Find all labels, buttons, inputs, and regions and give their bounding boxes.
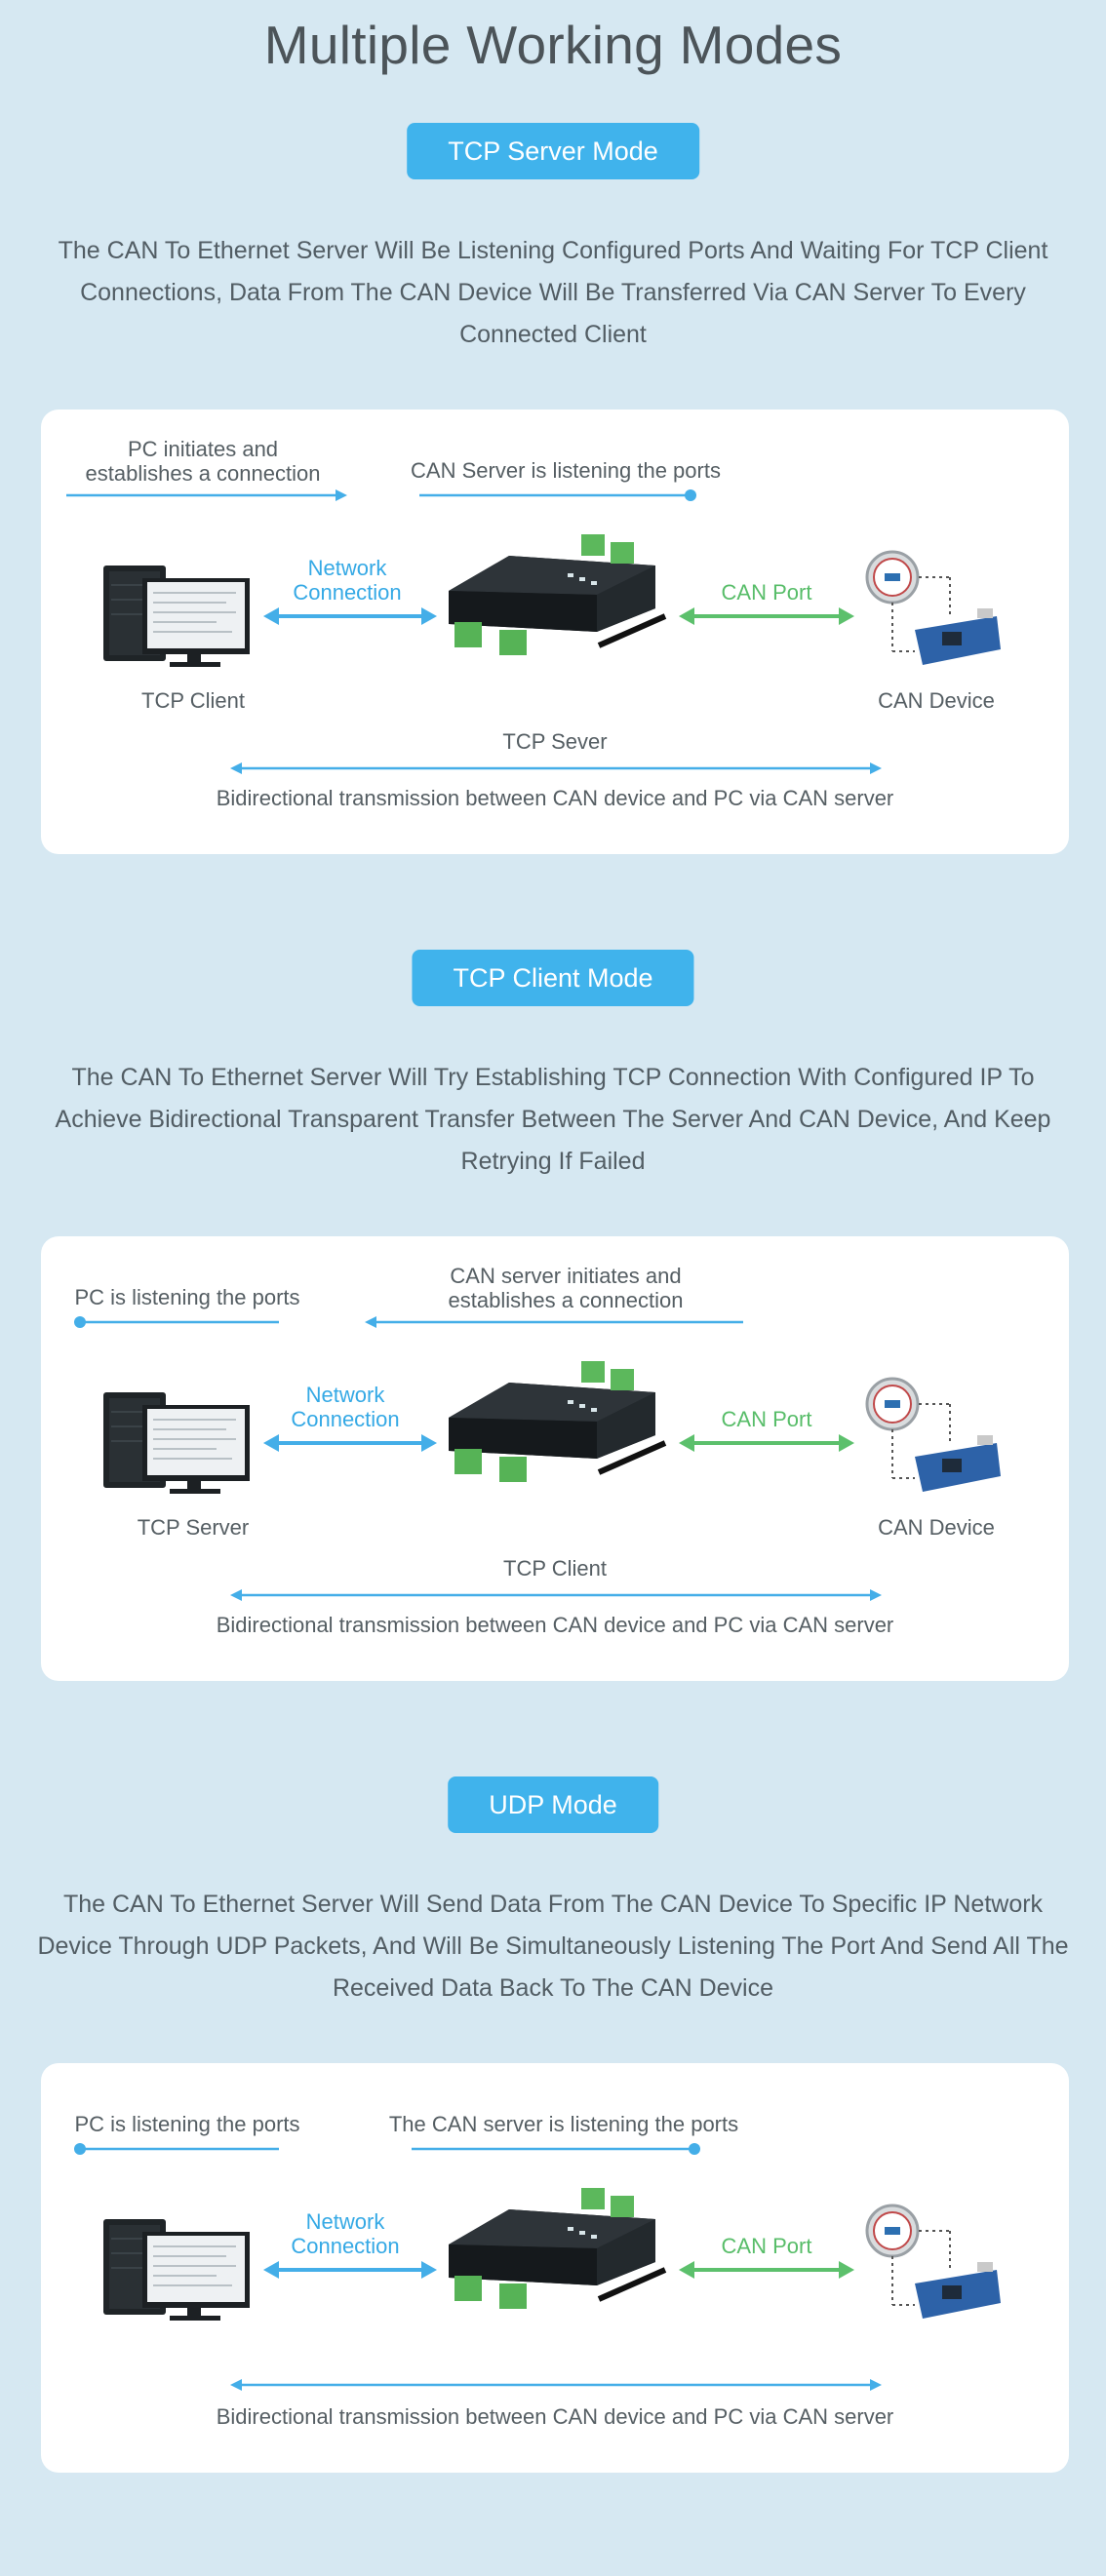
can-port-label: CAN Port [721,2234,812,2258]
arrowhead [230,762,242,774]
can-device-icon [865,550,1001,665]
can-server-icon [449,2188,667,2309]
arrowhead [421,2261,437,2279]
mode-badge: TCP Server Mode [407,123,699,179]
arrowhead [870,1589,882,1601]
center-role-label: TCP Client [503,1556,607,1581]
can-port-label: CAN Port [721,580,812,605]
listen-dot [689,2143,700,2155]
bidirectional-label: Bidirectional transmission between CAN d… [216,2404,894,2429]
server-listening-label: CAN Server is listening the ports [411,458,721,483]
can-server-icon [449,1361,667,1482]
arrowhead [336,489,347,501]
pc-initiates-label: PC initiates and establishes a connectio… [85,437,321,486]
connection-diagram [74,1316,1001,1601]
can-server-icon [449,534,667,655]
bidirectional-label: Bidirectional transmission between CAN d… [216,786,894,810]
arrowhead [230,2379,242,2391]
listen-dot [74,2143,86,2155]
pc-icon [103,566,250,667]
arrowhead [421,1434,437,1452]
pc-label: TCP Client [141,688,245,713]
connection-diagram [66,489,1001,774]
pc-listening-label: PC is listening the ports [74,2112,300,2136]
pc-icon [103,1392,250,1494]
arrowhead [870,762,882,774]
diagram-panel: PC is listening the ports CAN server ini… [41,1236,1069,1681]
arrowhead [839,607,854,625]
server-listening-label: The CAN server is listening the ports [388,2112,739,2136]
arrowhead [870,2379,882,2391]
network-connection-label: Network Connection [291,2209,400,2258]
can-device-icon [865,2204,1001,2319]
mode-badge: UDP Mode [448,1776,658,1833]
mode-description: The CAN To Ethernet Server Will Be Liste… [58,237,1048,348]
can-device-label: CAN Device [878,688,995,713]
pc-listening-label: PC is listening the ports [74,1285,300,1309]
mode-udp: UDP Mode The CAN To Ethernet Server Will… [0,1776,1106,2576]
arrowhead [839,2261,854,2279]
arrowhead [421,607,437,625]
mode-description: The CAN To Ethernet Server Will Send Dat… [37,1891,1069,2002]
mode-tcp-server: TCP Server Mode The CAN To Ethernet Serv… [0,123,1106,922]
network-connection-label: Network Connection [291,1383,400,1431]
arrowhead [263,1434,279,1452]
page-title: Multiple Working Modes [263,15,843,75]
arrowhead [839,1434,854,1452]
pc-icon [103,2219,250,2321]
arrowhead [365,1316,376,1328]
server-initiates-label: CAN server initiates and establishes a c… [448,1264,684,1312]
arrowhead [679,2261,694,2279]
pc-label: TCP Server [137,1515,250,1540]
can-port-label: CAN Port [721,1407,812,1431]
arrowhead [263,2261,279,2279]
network-connection-label: Network Connection [293,556,402,605]
diagram-panel: PC initiates and establishes a connectio… [41,410,1069,854]
bidirectional-label: Bidirectional transmission between CAN d… [216,1613,894,1637]
arrowhead [230,1589,242,1601]
arrowhead [679,607,694,625]
connection-diagram [74,2143,1001,2391]
can-device-label: CAN Device [878,1515,995,1540]
can-device-icon [865,1377,1001,1492]
listen-dot [74,1316,86,1328]
mode-description: The CAN To Ethernet Server Will Try Esta… [55,1064,1051,1175]
arrowhead [679,1434,694,1452]
center-role-label: TCP Sever [502,729,608,754]
diagram-panel: PC is listening the ports The CAN server… [41,2063,1069,2473]
mode-tcp-client: TCP Client Mode The CAN To Ethernet Serv… [0,950,1106,1749]
listen-dot [685,489,696,501]
mode-badge: TCP Client Mode [412,950,694,1006]
arrowhead [263,607,279,625]
